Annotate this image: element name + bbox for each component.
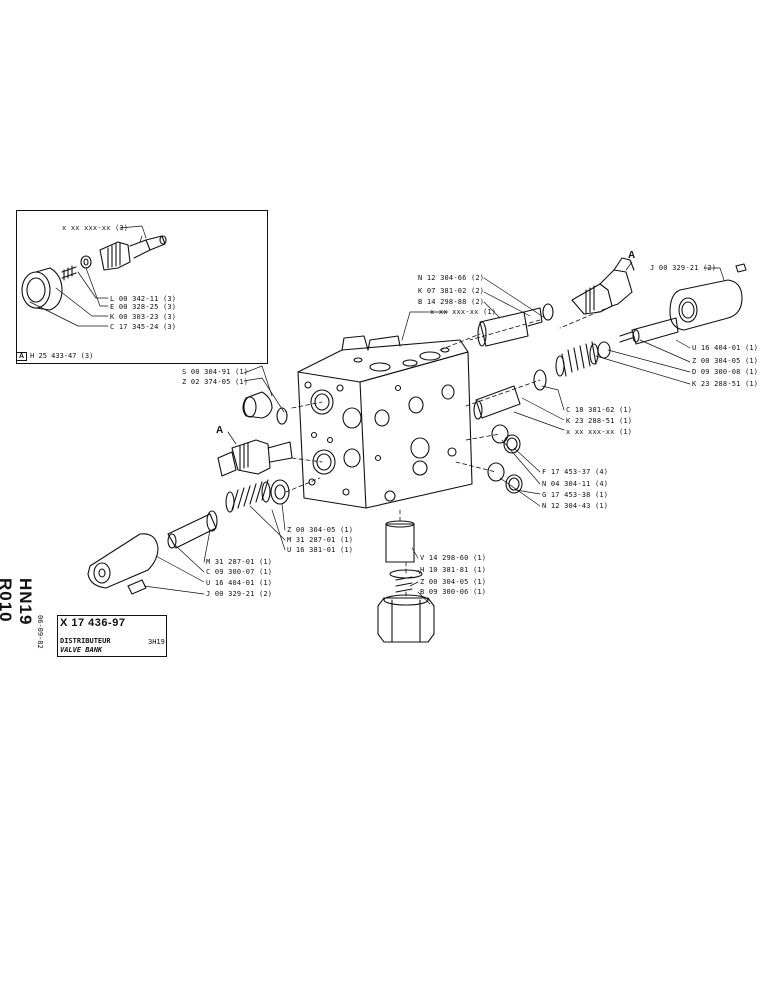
inset-label: C 17 345-24 (3) [110, 323, 177, 331]
right-seals [487, 424, 523, 494]
part-label: M 31 287-01 (1) [206, 558, 273, 566]
part-label: K 23 288-51 (1) [692, 380, 759, 388]
drawing-title-en: VALVE BANK [60, 646, 103, 654]
part-label: U 16 381-01 (1) [287, 546, 354, 554]
marker-a-left: A [216, 425, 224, 436]
part-label: K 07 381-02 (2) [418, 287, 485, 295]
part-label: Z 00 304-05 (1) [287, 526, 354, 534]
part-label: V 14 298-60 (1) [420, 554, 487, 562]
inset-label: x xx xxx-xx (3) [62, 224, 129, 232]
inset-label: E 00 328-25 (3) [110, 303, 177, 311]
part-label: J 00 329-21 (2) [650, 264, 717, 272]
marker-a-upper: A [628, 250, 636, 261]
part-label: J 00 329-21 (2) [206, 590, 273, 598]
drawing-date: 06-09-82 [36, 615, 44, 649]
inset-frame [16, 210, 268, 364]
part-label: K 23 288-51 (1) [566, 417, 633, 425]
part-label: M 31 287-01 (1) [287, 536, 354, 544]
part-label: H 10 381-81 (1) [420, 566, 487, 574]
inset-tag-ref: H 25 433-47 (3) [30, 352, 94, 360]
part-label: D 09 300-08 (1) [692, 368, 759, 376]
drawing-code: HN19 R010 [0, 578, 35, 626]
inset-label: K 00 303-23 (3) [110, 313, 177, 321]
part-label: U 16 404-01 (1) [206, 579, 273, 587]
part-label: Z 02 374-05 (1) [182, 378, 249, 386]
part-label: G 17 453-38 (1) [542, 491, 609, 499]
part-label: S 00 304-91 (1) [182, 368, 249, 376]
part-label: B 09 300-06 (1) [420, 588, 487, 596]
drawing-reference: X 17 436-97 [60, 617, 126, 629]
inset-cartridge-assembly [21, 225, 167, 327]
drawing-model: 3H19 [148, 638, 165, 646]
part-label: x xx xxx-xx (1) [566, 428, 633, 436]
part-label: Z 00 304-05 (1) [420, 578, 487, 586]
part-label: Z 00 304-05 (1) [692, 357, 759, 365]
left-parts [87, 391, 293, 595]
part-label: x xx xxx-xx (1) [430, 308, 497, 316]
part-label: N 12 304-66 (2) [418, 274, 485, 282]
part-label: U 16 404-01 (1) [692, 344, 759, 352]
inset-label: L 00 342-11 (3) [110, 295, 177, 303]
part-label: F 17 453-37 (4) [542, 468, 609, 476]
upper-right-parts [473, 257, 747, 420]
part-label: C 09 300-07 (1) [206, 568, 273, 576]
part-label: C 18 381-62 (1) [566, 406, 633, 414]
part-label: N 04 304-11 (4) [542, 480, 609, 488]
title-block-frame [57, 615, 167, 657]
inset-tag-letter: A [16, 352, 28, 361]
part-label: B 14 298-88 (2) [418, 298, 485, 306]
valve-body [297, 335, 473, 509]
part-label: N 12 304-43 (1) [542, 502, 609, 510]
drawing-title-fr: DISTRIBUTEUR [60, 637, 111, 645]
